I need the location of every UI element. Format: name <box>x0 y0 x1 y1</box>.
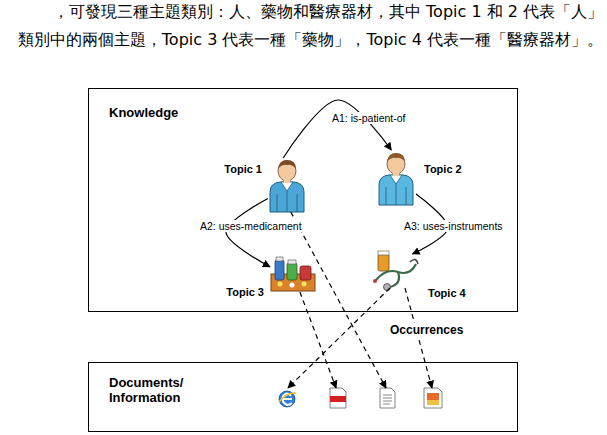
topic-node: Topic 3 <box>270 256 316 292</box>
topic-label: Topic 4 <box>428 287 466 300</box>
occurrence-arrow <box>288 288 390 388</box>
body-text: ，可發現三種主題類別：人、藥物和醫療器材，其中 Topic 1 和 2 代表「人… <box>53 2 603 22</box>
association-arrow <box>226 199 270 267</box>
edge-label: A3: uses-instruments <box>402 220 505 232</box>
panel-heading: Knowledge <box>109 105 178 120</box>
occurrence-arrow <box>405 288 432 388</box>
topic-label: Topic 1 <box>224 163 262 176</box>
occurrence-arrow <box>300 292 336 388</box>
association-arrow <box>283 100 391 158</box>
documents-panel: Documents/ Information <box>88 362 518 432</box>
topic-node: Topic 4 <box>370 250 420 290</box>
edge-label: A1: is-patient-of <box>330 112 408 124</box>
stethoscope-icon <box>373 251 418 291</box>
medicine-icon <box>271 257 315 291</box>
knowledge-panel: KnowledgeTopic 1 Topic 2 Topic 3 Topic 4 <box>88 88 518 312</box>
topic-node: Topic 2 <box>378 150 416 205</box>
image-file-icon <box>424 388 442 408</box>
panel-heading: Documents/ Information <box>109 375 197 405</box>
browser-file-icon <box>279 391 296 407</box>
topic-node: Topic 1 <box>268 158 306 212</box>
topic-label: Topic 2 <box>424 163 462 176</box>
topic-label: Topic 3 <box>226 286 264 299</box>
pdf-file-icon <box>330 388 346 408</box>
person-icon <box>379 153 413 205</box>
body-text: 類別中的兩個主題，Topic 3 代表一種「藥物」，Topic 4 代表一種「醫… <box>18 30 603 50</box>
text-file-icon <box>380 388 395 408</box>
occurrences-label: Occurrences <box>388 323 465 337</box>
person-icon <box>270 160 304 212</box>
edge-label: A2: uses-medicament <box>198 220 304 232</box>
